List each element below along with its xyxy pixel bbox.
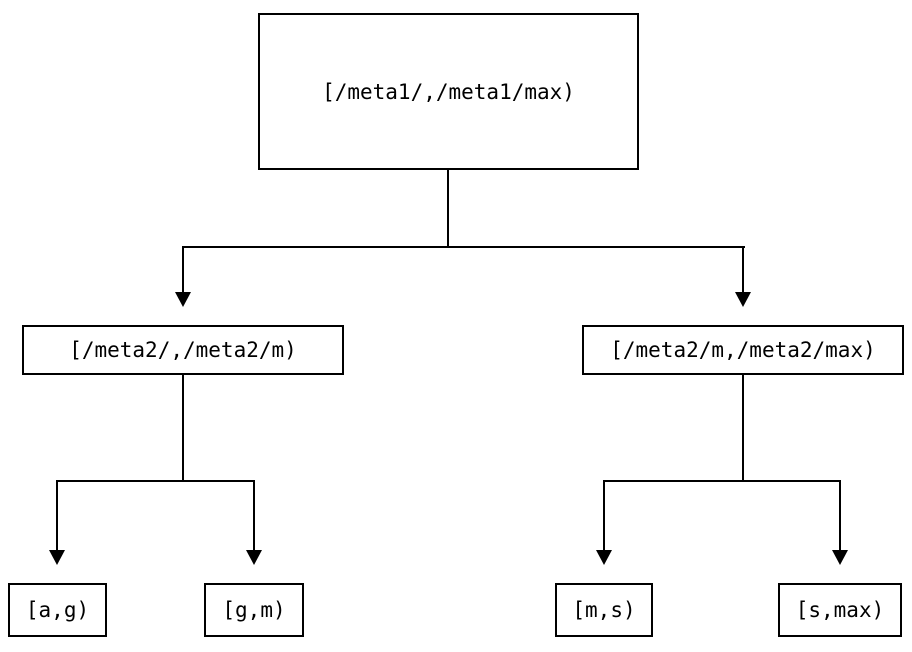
edge-meta2-upper-stem	[742, 375, 744, 482]
arrowhead-down-icon	[246, 550, 262, 565]
edge-to-meta2-upper	[742, 246, 744, 292]
edge-meta2-lower-split-bar	[56, 480, 255, 482]
node-root-meta1-range: [/meta1/,/meta1/max)	[258, 13, 639, 170]
node-leaf-g-m: [g,m)	[204, 583, 304, 637]
arrowhead-down-icon	[735, 292, 751, 307]
edge-to-leaf-g-m	[253, 480, 255, 550]
arrowhead-down-icon	[832, 550, 848, 565]
node-meta2-lower-range: [/meta2/,/meta2/m)	[22, 325, 344, 375]
node-leaf-s-max: [s,max)	[778, 583, 902, 637]
edge-meta2-lower-stem	[182, 375, 184, 482]
arrowhead-down-icon	[49, 550, 65, 565]
node-leaf-m-s: [m,s)	[555, 583, 653, 637]
edge-to-meta2-lower	[182, 246, 184, 292]
arrowhead-down-icon	[175, 292, 191, 307]
edge-meta2-upper-split-bar	[603, 480, 841, 482]
edge-to-leaf-s-max	[839, 480, 841, 550]
edge-root-split-bar	[182, 246, 745, 248]
edge-root-stem	[447, 170, 449, 248]
node-meta2-upper-range: [/meta2/m,/meta2/max)	[582, 325, 904, 375]
arrowhead-down-icon	[596, 550, 612, 565]
node-leaf-a-g: [a,g)	[8, 583, 107, 637]
edge-to-leaf-m-s	[603, 480, 605, 550]
edge-to-leaf-a-g	[56, 480, 58, 550]
